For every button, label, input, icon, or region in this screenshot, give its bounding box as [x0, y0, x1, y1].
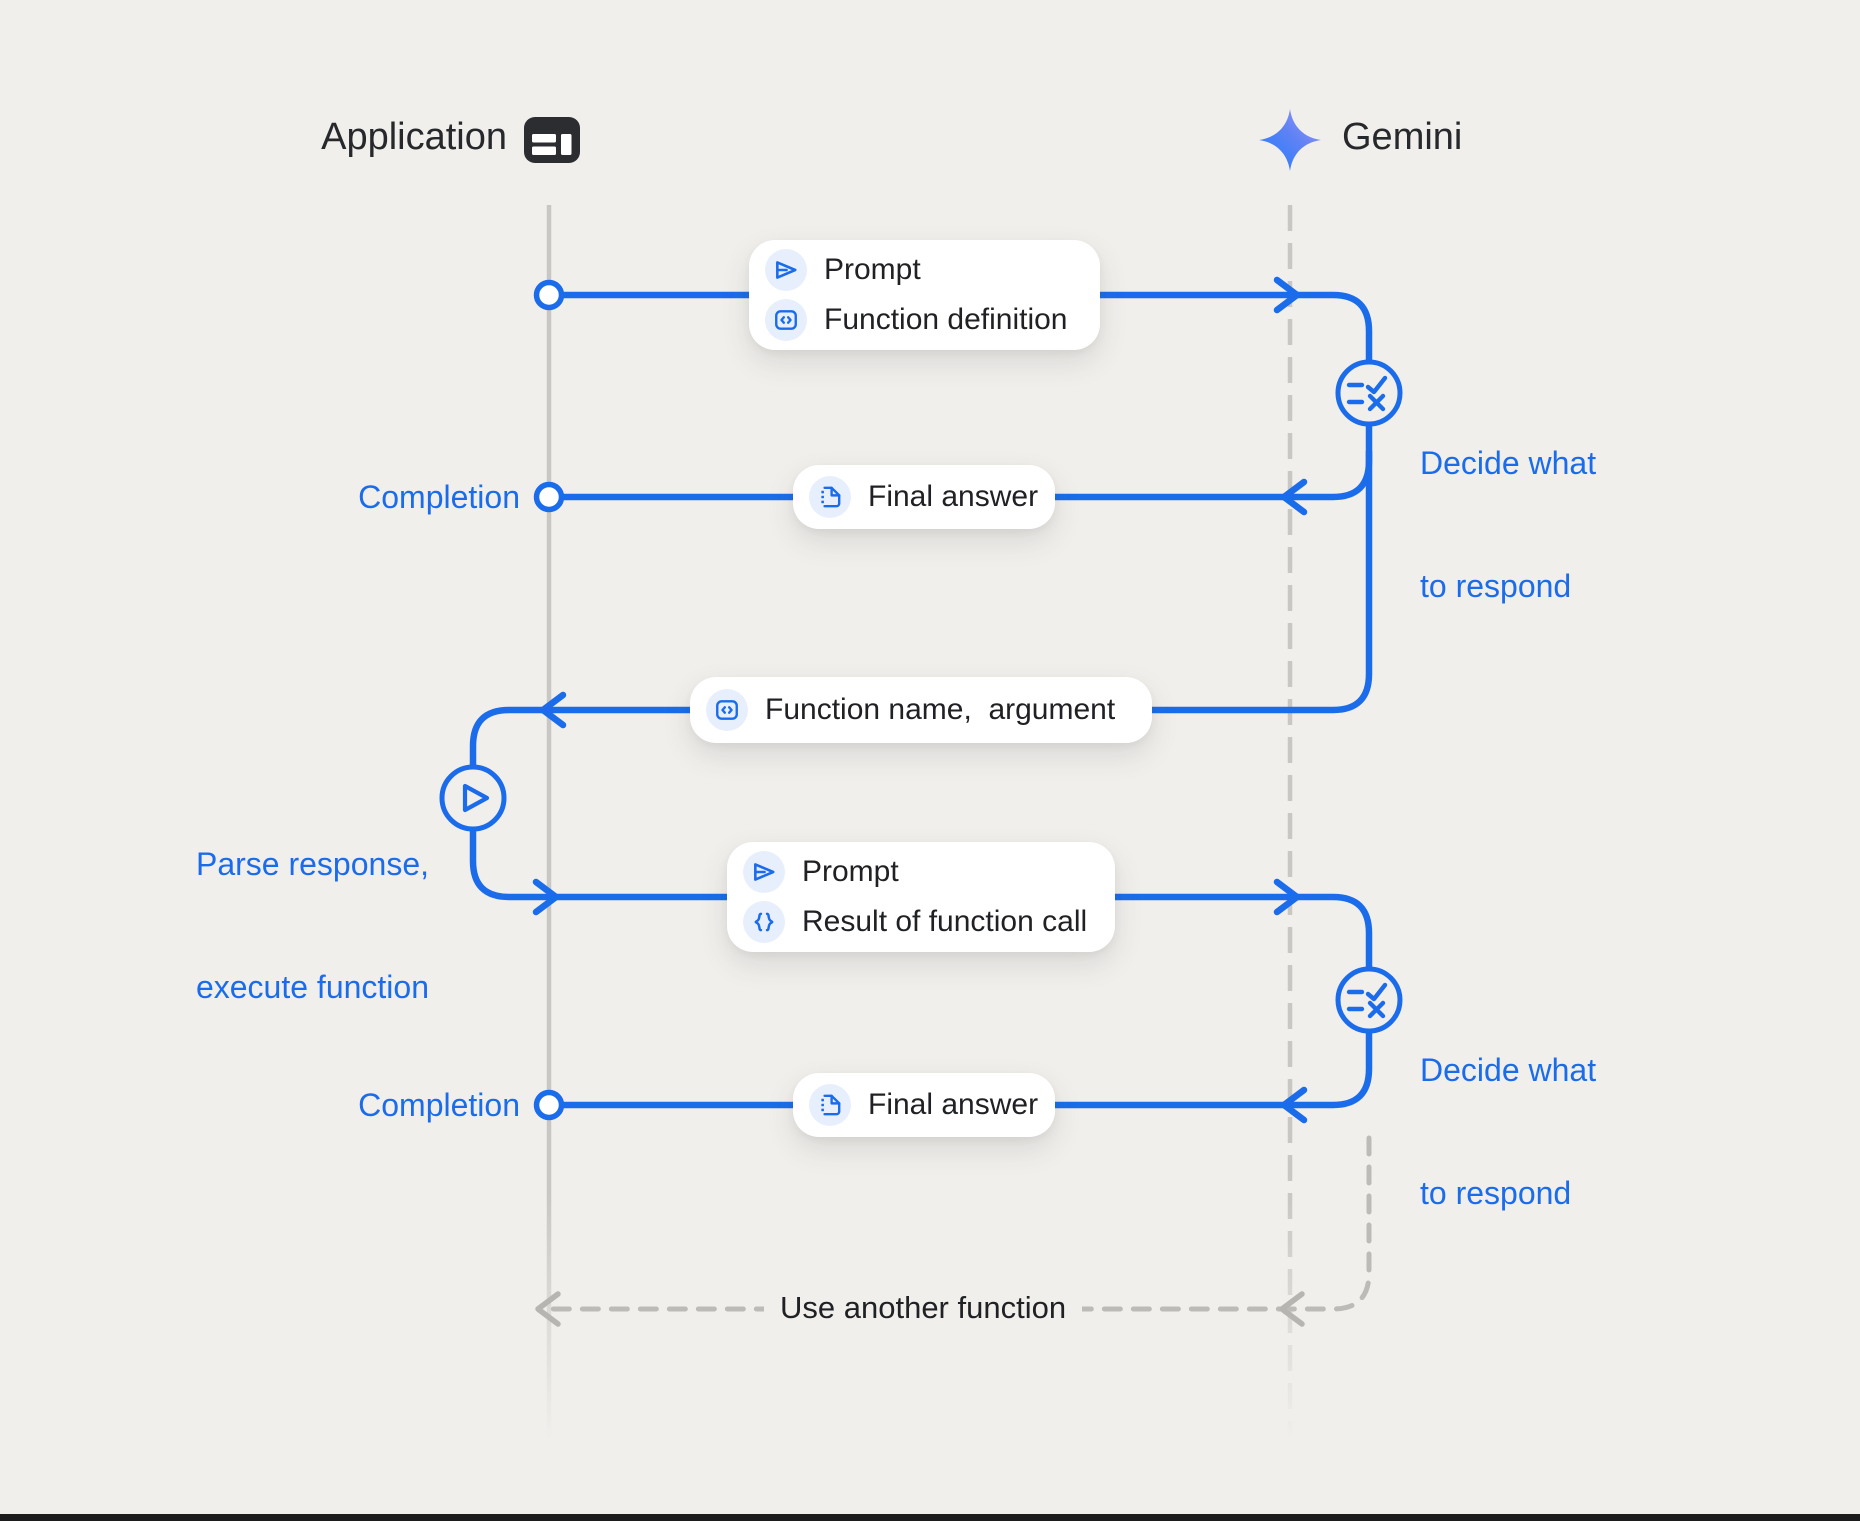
decide-circle-2	[1335, 966, 1403, 1034]
decide-label-2: Decide what to respond	[1420, 968, 1596, 1296]
code-icon	[765, 299, 807, 342]
message-card-prompt-function-definition: Prompt Function definition	[749, 240, 1100, 350]
decide-label-1: Decide what to respond	[1420, 361, 1596, 689]
message-row: Result of function call	[727, 901, 1115, 944]
message-card-function-name-argument: Function name, argument	[690, 677, 1152, 743]
message-row: Final answer	[793, 1084, 1055, 1126]
code-icon	[706, 689, 748, 731]
use-another-function-label: Use another function	[764, 1286, 1083, 1330]
message-label: Function definition	[824, 303, 1068, 337]
decide-label-2-line1: Decide what	[1420, 1052, 1597, 1088]
gemini-header-label: Gemini	[1342, 116, 1463, 158]
braces-icon	[743, 901, 785, 944]
message-label: Prompt	[824, 252, 921, 286]
flow-prompt-to-gemini	[545, 291, 1373, 366]
bottom-edge-bar	[0, 1514, 1860, 1521]
flow-final-answer-2	[559, 1027, 1373, 1109]
completion-label-1: Completion	[358, 479, 520, 515]
message-label: Result of function call	[802, 905, 1088, 939]
rule-icon	[1346, 982, 1388, 1019]
node-start-icon	[533, 279, 565, 311]
arrow-left-row2-icon	[1280, 478, 1308, 516]
play-icon	[462, 783, 490, 813]
message-card-prompt-result: Prompt Result of function call	[727, 842, 1115, 952]
application-header-label: Application	[321, 116, 507, 158]
node-completion-1-icon	[533, 481, 565, 513]
app-window-icon	[523, 116, 581, 169]
gray-arrowheads	[535, 1291, 1305, 1327]
arrow-right-row4a-icon	[532, 878, 560, 916]
use-another-function-path	[542, 1135, 1372, 1312]
send-icon	[765, 248, 807, 291]
message-row: Final answer	[793, 476, 1055, 518]
message-label: Final answer	[868, 1088, 1039, 1121]
node-completion-2-icon	[533, 1089, 565, 1121]
decide-label-2-line2: to respond	[1420, 1175, 1572, 1211]
message-row: Prompt	[727, 850, 1115, 893]
decide-label-1-line1: Decide what	[1420, 445, 1597, 481]
message-row: Function definition	[749, 299, 1100, 342]
rule-icon	[1346, 375, 1388, 412]
message-label: Prompt	[802, 854, 899, 888]
message-label: Function name, argument	[765, 693, 1116, 726]
arrow-right-row1-icon	[1273, 276, 1301, 314]
arrow-left-dashed-gemini-icon	[1279, 1291, 1305, 1327]
arrow-left-row5-icon	[1280, 1086, 1308, 1124]
arrow-left-row3-icon	[539, 691, 567, 729]
parse-label-line2: execute function	[195, 969, 429, 1005]
send-icon	[743, 850, 785, 893]
blue-arrowheads	[532, 276, 1308, 1124]
decide-circle-1	[1335, 359, 1403, 427]
flow-branch-final-answer-1	[559, 448, 1373, 501]
execute-circle	[439, 764, 507, 832]
ring-nodes	[533, 279, 565, 1121]
message-card-final-answer-2: Final answer	[793, 1073, 1055, 1137]
arrow-left-dashed-app-icon	[535, 1291, 561, 1327]
message-row: Prompt	[749, 248, 1100, 291]
message-card-final-answer-1: Final answer	[793, 465, 1055, 529]
completion-label-2: Completion	[358, 1087, 520, 1123]
message-row: Function name, argument	[690, 689, 1152, 731]
document-icon	[809, 1084, 851, 1126]
parse-label-line1: Parse response,	[195, 846, 429, 882]
document-icon	[809, 476, 851, 518]
parse-label: Parse response, execute function	[196, 762, 429, 1090]
arrow-right-row4b-icon	[1273, 878, 1301, 916]
gemini-sparkle-icon	[1259, 109, 1321, 176]
decide-label-1-line2: to respond	[1420, 568, 1572, 604]
message-label: Final answer	[868, 480, 1039, 513]
